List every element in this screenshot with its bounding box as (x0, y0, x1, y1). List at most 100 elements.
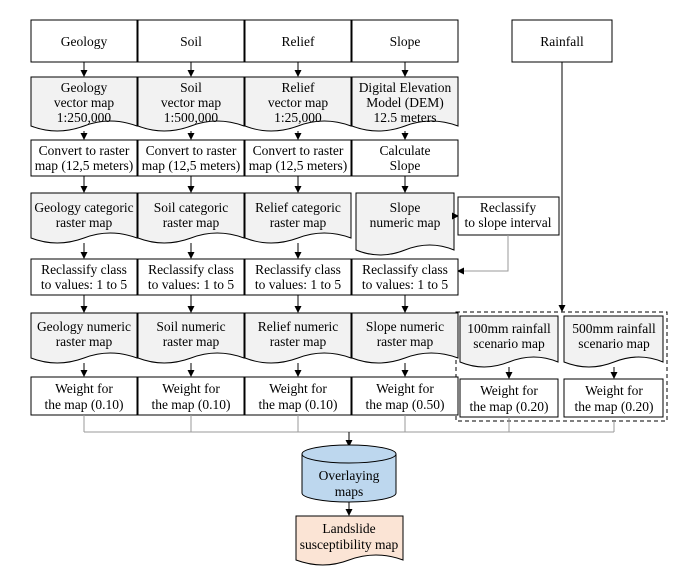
rain100-weight-line1: Weight for (480, 383, 538, 398)
relief-source-line3: 1:25,000 (274, 110, 322, 125)
dem-doc: Digital Elevation Model (DEM) 12.5 meter… (351, 76, 459, 132)
relief-reclassify-line1: Reclassify class (255, 262, 341, 277)
relief-convert-line2: map (12,5 meters) (249, 158, 348, 173)
dem-line3: 12.5 meters (374, 110, 437, 125)
geology-convert-line1: Convert to raster (39, 143, 130, 158)
relief-categoric-line1: Relief categoric (255, 200, 341, 215)
soil-categoric-line1: Soil categoric (154, 200, 229, 215)
soil-numeric-doc: Soil numeric raster map (137, 312, 245, 364)
geology-vector-map-doc: Geology vector map 1:250,000 (30, 76, 138, 132)
relief-reclassify-box: Reclassify class to values: 1 to 5 (244, 258, 352, 296)
geology-source-line3: 1:250,000 (57, 110, 112, 125)
slope-reclassify-line1: Reclassify class (362, 262, 448, 277)
geology-weight-box: Weight for the map (0.10) (30, 376, 138, 416)
rain500-weight-line1: Weight for (585, 383, 643, 398)
soil-numeric-line2: raster map (163, 334, 220, 349)
relief-weight-box: Weight for the map (0.10) (244, 376, 352, 416)
relief-numeric-line2: raster map (270, 334, 327, 349)
relief-source-line2: vector map (268, 95, 329, 110)
geology-source-line2: vector map (54, 95, 115, 110)
soil-vector-map-doc: Soil vector map 1:500,000 (137, 76, 245, 132)
slope-weight-line1: Weight for (376, 381, 434, 396)
result-line2: susceptibility map (300, 537, 399, 552)
geology-categoric-line2: raster map (56, 215, 113, 230)
calculate-slope-line1: Calculate (380, 143, 431, 158)
soil-weight-line2: the map (0.10) (151, 397, 230, 412)
rainfall-500mm-weight-box: Weight for the map (0.20) (563, 378, 664, 418)
slope-input-box: Slope (351, 19, 459, 63)
slope-weight-line2: the map (0.50) (365, 397, 444, 412)
slope-numeric-map-line1: Slope (390, 200, 421, 215)
geology-input-label: Geology (61, 34, 108, 49)
slope-numeric-map-doc: Slope numeric map (355, 192, 455, 256)
relief-convert-line1: Convert to raster (253, 143, 344, 158)
slope-numeric-line2: raster map (377, 334, 434, 349)
relief-numeric-doc: Relief numeric raster map (244, 312, 352, 364)
soil-reclassify-box: Reclassify class to values: 1 to 5 (137, 258, 245, 296)
geology-numeric-doc: Geology numeric raster map (30, 312, 138, 364)
soil-reclassify-line1: Reclassify class (148, 262, 234, 277)
relief-input-label: Relief (282, 34, 315, 49)
geology-categoric-doc: Geology categoric raster map (30, 192, 138, 244)
relief-reclassify-line2: to values: 1 to 5 (255, 277, 341, 292)
geology-source-line1: Geology (61, 80, 108, 95)
soil-input-box: Soil (137, 19, 245, 63)
slope-reclassify-box: Reclassify class to values: 1 to 5 (351, 258, 459, 296)
rainfall-scenario-group (455, 311, 668, 422)
soil-convert-line1: Convert to raster (146, 143, 237, 158)
relief-vector-map-doc: Relief vector map 1:25,000 (244, 76, 352, 132)
calculate-slope-box: Calculate Slope (351, 139, 459, 177)
relief-input-box: Relief (244, 19, 352, 63)
soil-source-line2: vector map (161, 95, 222, 110)
connector-interval-to-reclassify (461, 235, 509, 272)
soil-source-line3: 1:500,000 (164, 110, 219, 125)
geology-categoric-line1: Geology categoric (34, 200, 133, 215)
slope-numeric-line1: Slope numeric (366, 319, 444, 334)
relief-weight-line1: Weight for (269, 381, 327, 396)
geology-reclassify-box: Reclassify class to values: 1 to 5 (30, 258, 138, 296)
rainfall-500mm-line2: scenario map (578, 336, 650, 351)
rain100-weight-line2: the map (0.20) (469, 399, 548, 414)
geology-reclassify-line2: to values: 1 to 5 (41, 277, 127, 292)
collector-connectors (83, 415, 615, 433)
geology-reclassify-line1: Reclassify class (41, 262, 127, 277)
relief-categoric-line2: raster map (270, 215, 327, 230)
relief-categoric-doc: Relief categoric raster map (244, 192, 352, 244)
slope-numeric-raster-doc: Slope numeric raster map (351, 312, 459, 364)
soil-input-label: Soil (180, 34, 202, 49)
geology-weight-line2: the map (0.10) (44, 397, 123, 412)
landslide-susceptibility-doc: Landslide susceptibility map (295, 515, 404, 566)
relief-numeric-line1: Relief numeric (258, 319, 339, 334)
rainfall-500mm-line1: 500mm rainfall (572, 321, 656, 336)
overlaying-maps-cylinder: Overlaying maps (301, 444, 397, 503)
slope-numeric-map-line2: numeric map (370, 215, 441, 230)
relief-convert-box: Convert to raster map (12,5 meters) (244, 139, 352, 177)
soil-categoric-doc: Soil categoric raster map (137, 192, 245, 244)
slope-input-label: Slope (390, 34, 421, 49)
soil-weight-box: Weight for the map (0.10) (137, 376, 245, 416)
rainfall-100mm-line2: scenario map (473, 336, 545, 351)
soil-weight-line1: Weight for (162, 381, 220, 396)
slope-weight-box: Weight for the map (0.50) (351, 376, 459, 416)
geology-numeric-line1: Geology numeric (37, 319, 131, 334)
rainfall-100mm-doc: 100mm rainfall scenario map (459, 315, 559, 368)
soil-convert-line2: map (12,5 meters) (142, 158, 241, 173)
soil-reclassify-line2: to values: 1 to 5 (148, 277, 234, 292)
dem-line2: Model (DEM) (366, 95, 444, 110)
overlay-line1: Overlaying (319, 468, 380, 483)
soil-categoric-line2: raster map (163, 215, 220, 230)
geology-convert-line2: map (12,5 meters) (35, 158, 134, 173)
geology-input-box: Geology (30, 19, 138, 63)
rainfall-100mm-weight-box: Weight for the map (0.20) (459, 378, 559, 418)
rain500-weight-line2: the map (0.20) (574, 399, 653, 414)
relief-source-line1: Relief (282, 80, 315, 95)
reclassify-interval-line2: to slope interval (465, 215, 552, 230)
reclassify-interval-line1: Reclassify (480, 200, 536, 215)
soil-convert-box: Convert to raster map (12,5 meters) (137, 139, 245, 177)
geology-numeric-line2: raster map (56, 334, 113, 349)
reclassify-interval-box: Reclassify to slope interval (457, 196, 560, 236)
dem-line1: Digital Elevation (359, 80, 452, 95)
geology-convert-box: Convert to raster map (12,5 meters) (30, 139, 138, 177)
calculate-slope-line2: Slope (390, 158, 421, 173)
